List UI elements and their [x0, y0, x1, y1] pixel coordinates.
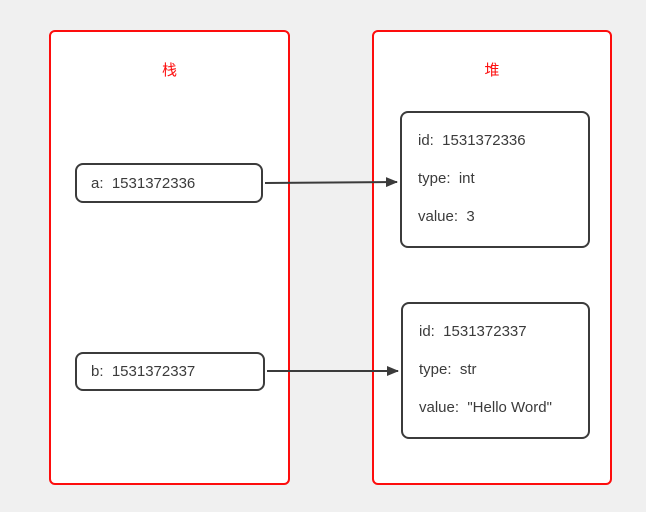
heap-label: 堆	[484, 62, 500, 79]
stack-variable-b: b: 1531372337	[75, 352, 265, 391]
stack-variable-a-text: a: 1531372336	[91, 174, 196, 192]
heap-object-str-type: type: str	[419, 361, 477, 378]
stack-region: 栈	[49, 30, 290, 485]
stack-variable-a: a: 1531372336	[75, 163, 263, 203]
heap-object-int-value: value: 3	[418, 208, 475, 225]
stack-label: 栈	[161, 62, 177, 79]
heap-object-str: id: 1531372337 type: str value: "Hello W…	[401, 302, 590, 439]
heap-object-int-type: type: int	[418, 170, 475, 187]
heap-object-int-id: id: 1531372336	[418, 132, 526, 149]
heap-object-str-id: id: 1531372337	[419, 323, 527, 340]
heap-object-str-value: value: "Hello Word"	[419, 399, 552, 416]
stack-variable-b-text: b: 1531372337	[91, 363, 196, 380]
heap-object-int: id: 1531372336 type: int value: 3	[400, 111, 590, 248]
